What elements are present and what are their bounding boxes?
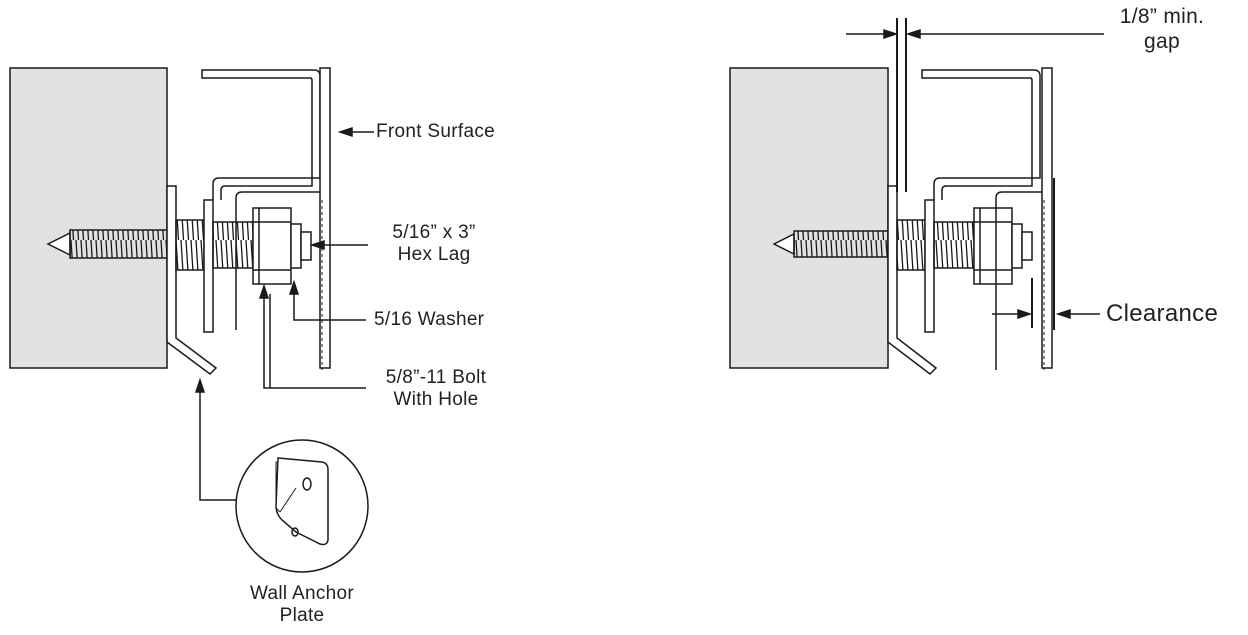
hex-lag-head-right: [1021, 231, 1033, 261]
bracket-plate-left: [203, 199, 214, 333]
hex-lag-head-left: [300, 231, 312, 261]
label-front-surface: Front Surface: [376, 121, 496, 142]
anchor-plate-leader: [199, 388, 238, 501]
wall-anchor-plate-left: [166, 185, 218, 375]
bolt-thread-a-left: [175, 219, 205, 271]
label-hex-lag: 5/16” x 3” Hex Lag: [374, 222, 494, 266]
label-bolt-line1: 5/8”-11 Bolt: [385, 367, 487, 388]
left-detail-view: [9, 67, 374, 573]
label-anchor-plate: Wall Anchor Plate: [232, 583, 372, 627]
lag-screw-thread-right: [793, 230, 889, 258]
bracket-plate-right: [924, 199, 935, 333]
u-bracket-left: [201, 69, 321, 200]
wall-block-left: [9, 67, 168, 369]
label-hex-lag-line1: 5/16” x 3”: [392, 222, 476, 243]
bolt-leader: [263, 294, 366, 389]
label-bolt: 5/8”-11 Bolt With Hole: [374, 367, 498, 411]
label-gap-line1: 1/8” min.: [1119, 5, 1205, 28]
front-surface-panel-right: [1041, 67, 1053, 369]
anchor-plate-inset-icon: [275, 457, 329, 546]
wall-block-right: [729, 67, 889, 369]
bolt-thread-a-right: [896, 219, 926, 271]
label-gap-line2: gap: [1144, 30, 1180, 53]
label-bolt-line2: With Hole: [393, 389, 479, 410]
bolt-thread-b-right: [933, 221, 975, 269]
label-washer: 5/16 Washer: [374, 309, 485, 330]
label-anchor-plate-line1: Wall Anchor: [250, 583, 354, 604]
label-gap: 1/8” min. gap: [1106, 4, 1218, 54]
lag-screw-thread-left: [69, 229, 169, 259]
washer-leader: [293, 290, 366, 321]
label-anchor-plate-line2: Plate: [279, 605, 325, 626]
washer-right: [1011, 223, 1023, 269]
u-bracket-right: [921, 69, 1041, 200]
label-clearance: Clearance: [1106, 300, 1219, 327]
label-hex-lag-line2: Hex Lag: [397, 244, 471, 265]
right-detail-view: [729, 18, 1104, 375]
bolt-thread-b-left: [212, 221, 254, 269]
front-surface-panel-left: [319, 67, 331, 369]
washer-left: [290, 223, 302, 269]
